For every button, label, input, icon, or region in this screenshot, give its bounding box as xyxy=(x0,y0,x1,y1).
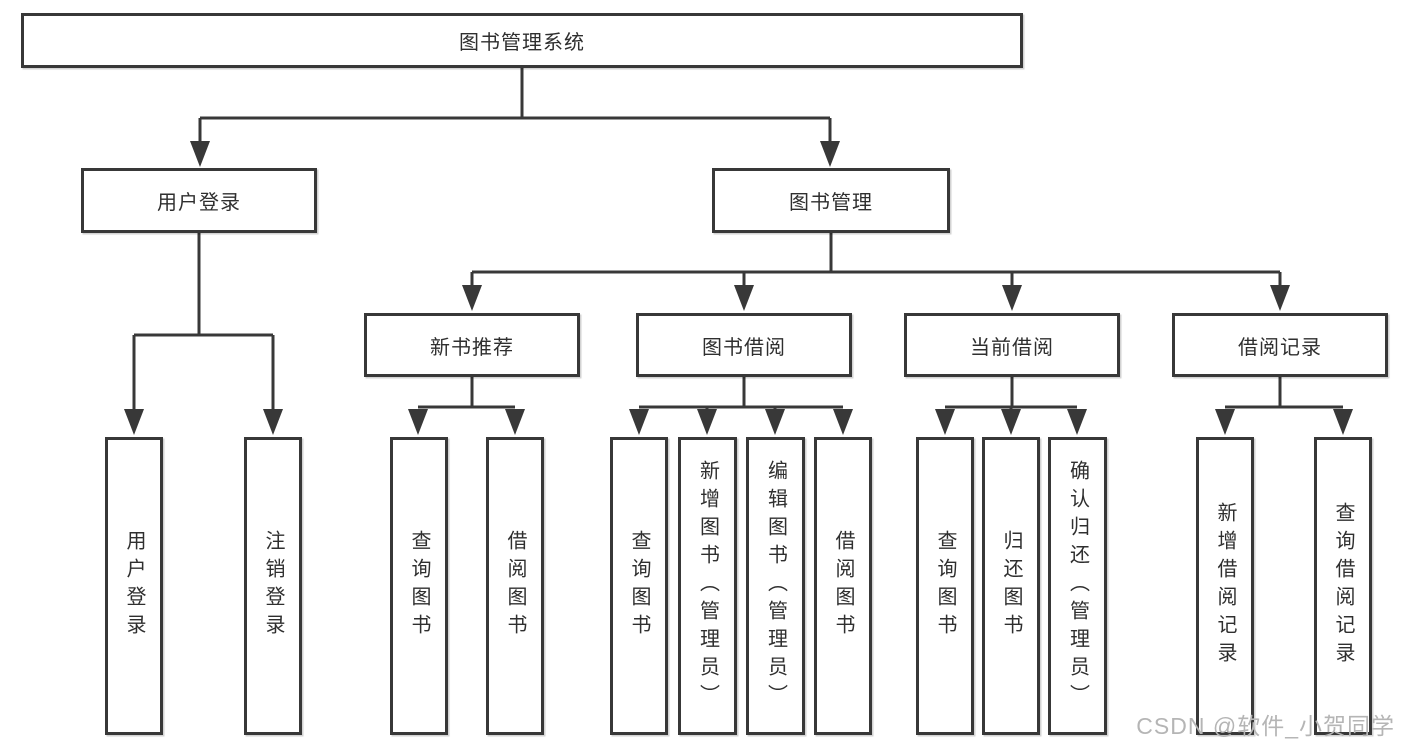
leaf-logout: 注销登录 xyxy=(244,437,302,735)
leaf-label: 借阅图书 xyxy=(504,530,526,642)
leaf-confirm-return-admin: 确认归还（管理员） xyxy=(1048,437,1107,735)
leaf-borrow-books: 借阅图书 xyxy=(486,437,544,735)
node-label: 图书管理系统 xyxy=(459,32,585,54)
node-label: 当前借阅 xyxy=(970,336,1054,359)
leaf-label: 查询借阅记录 xyxy=(1332,502,1354,670)
leaf-label: 查询图书 xyxy=(408,530,430,642)
leaf-query-books: 查询图书 xyxy=(610,437,668,735)
leaf-label: 归还图书 xyxy=(1000,530,1022,642)
node-label: 图书借阅 xyxy=(702,336,786,359)
leaf-label: 用户登录 xyxy=(123,530,145,642)
leaf-label: 注销登录 xyxy=(262,530,284,642)
arrowheads xyxy=(124,141,1353,435)
leaf-label: 借阅图书 xyxy=(832,530,854,642)
leaf-return-books: 归还图书 xyxy=(982,437,1040,735)
leaf-label: 查询图书 xyxy=(934,530,956,642)
leaf-label: 新增图书（管理员） xyxy=(696,460,719,712)
leaf-label: 编辑图书（管理员） xyxy=(764,460,787,712)
leaf-label: 确认归还（管理员） xyxy=(1066,460,1089,712)
leaf-edit-books-admin: 编辑图书（管理员） xyxy=(746,437,805,735)
node-label: 图书管理 xyxy=(789,192,873,214)
leaf-query-borrow-record: 查询借阅记录 xyxy=(1314,437,1372,735)
leaf-label: 新增借阅记录 xyxy=(1214,502,1236,670)
node-book-management: 图书管理 xyxy=(712,168,950,233)
node-library-system: 图书管理系统 xyxy=(21,13,1023,68)
leaf-borrow-books: 借阅图书 xyxy=(814,437,872,735)
node-label: 用户登录 xyxy=(157,192,241,214)
node-label: 新书推荐 xyxy=(430,336,514,359)
leaf-query-books: 查询图书 xyxy=(390,437,448,735)
node-borrowing-records: 借阅记录 xyxy=(1172,313,1388,377)
node-book-borrowing: 图书借阅 xyxy=(636,313,852,377)
leaf-label: 查询图书 xyxy=(628,530,650,642)
leaf-add-borrow-record: 新增借阅记录 xyxy=(1196,437,1254,735)
leaf-user-login: 用户登录 xyxy=(105,437,163,735)
node-new-book-recommendation: 新书推荐 xyxy=(364,313,580,377)
leaf-add-books-admin: 新增图书（管理员） xyxy=(678,437,737,735)
node-current-borrowing: 当前借阅 xyxy=(904,313,1120,377)
node-user-login: 用户登录 xyxy=(81,168,317,233)
node-label: 借阅记录 xyxy=(1238,336,1322,359)
leaf-query-books: 查询图书 xyxy=(916,437,974,735)
